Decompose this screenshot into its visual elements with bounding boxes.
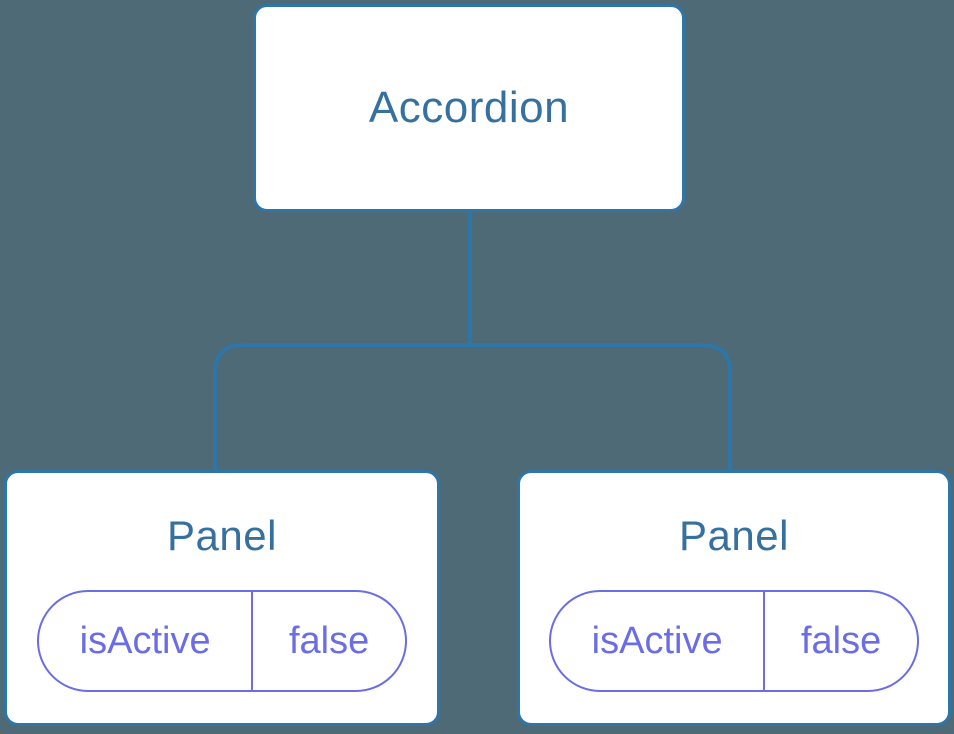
state-pill: isActive false (37, 590, 407, 692)
state-pill: isActive false (549, 590, 919, 692)
connector-branch-bracket (213, 343, 732, 472)
node-panel-2-title: Panel (679, 512, 789, 559)
state-value: false (800, 619, 882, 662)
node-panel-1: Panel isActive false (4, 470, 440, 726)
state-name: isActive (39, 592, 254, 690)
node-accordion-title: Accordion (368, 83, 570, 132)
node-panel-1-title: Panel (167, 512, 277, 559)
state-name: isActive (551, 592, 766, 690)
node-accordion: Accordion (253, 4, 685, 212)
node-panel-2: Panel isActive false (517, 470, 951, 726)
state-value: false (288, 619, 370, 662)
